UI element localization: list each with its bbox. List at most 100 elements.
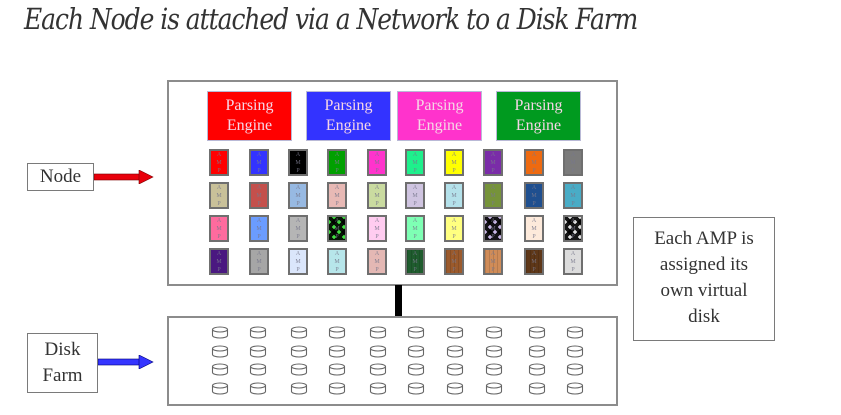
- disk-icon: [528, 326, 546, 339]
- amp-letter: A: [256, 184, 262, 191]
- disk-icon: [211, 345, 229, 358]
- amp-letter: P: [532, 233, 536, 240]
- amp-letter: M: [295, 192, 301, 199]
- amp-letter: M: [374, 159, 380, 166]
- disk-icon: [249, 382, 267, 395]
- amp-letter: P: [413, 266, 417, 273]
- disk-icon: [328, 382, 346, 395]
- amp-letter: A: [451, 217, 457, 224]
- parsing-engine-label: Parsing: [415, 97, 464, 114]
- amp-letter: M: [256, 258, 262, 265]
- amp-letter: A: [295, 151, 301, 158]
- disk-farm-arrow-icon: [98, 355, 154, 369]
- disk-icon: [407, 326, 425, 339]
- amp-letter: A: [216, 184, 222, 191]
- disk-icon: [485, 363, 503, 376]
- note-line: Each AMP is: [654, 228, 754, 249]
- amp-letter: P: [257, 233, 261, 240]
- amp-letter: M: [334, 159, 340, 166]
- amp-letter: P: [296, 233, 300, 240]
- disk-icon: [211, 326, 229, 339]
- amp-letter: P: [257, 167, 261, 174]
- amp-letter: P: [257, 266, 261, 273]
- amp-letter: A: [295, 184, 301, 191]
- disk-icon: [485, 382, 503, 395]
- amp-letter: P: [571, 200, 575, 207]
- note-line: assigned its: [659, 254, 749, 275]
- amp-letter: P: [335, 233, 339, 240]
- disk-icon: [528, 382, 546, 395]
- amp-letter: P: [571, 167, 575, 174]
- amp-letter: A: [531, 250, 537, 257]
- amp-letter: P: [217, 200, 221, 207]
- amp-letter: A: [570, 250, 576, 257]
- amp-letter: M: [451, 192, 457, 199]
- amp-letter: A: [256, 217, 262, 224]
- amp-letter: A: [531, 151, 537, 158]
- amp-letter: A: [451, 151, 457, 158]
- amp-letter: A: [531, 184, 537, 191]
- parsing-engine-label: Engine: [226, 117, 273, 134]
- amp-note-box: Each AMP is assigned its own virtual dis…: [633, 217, 775, 341]
- amp-letter: P: [335, 167, 339, 174]
- disk-icon: [249, 326, 267, 339]
- disk-icon: [211, 382, 229, 395]
- amp-letter: P: [296, 200, 300, 207]
- amp-letter: P: [571, 233, 575, 240]
- disk-icon: [528, 345, 546, 358]
- amp-letter: A: [451, 184, 457, 191]
- amp-letter: A: [374, 250, 380, 257]
- amp-letter: P: [452, 167, 456, 174]
- amp-letter: A: [570, 217, 576, 224]
- disk-icon: [249, 363, 267, 376]
- amp-letter: M: [256, 225, 262, 232]
- amp-letter: M: [531, 258, 537, 265]
- amp-letter: M: [451, 225, 457, 232]
- amp-letter: M: [570, 258, 576, 265]
- disk-icon: [566, 382, 584, 395]
- amp-letter: P: [375, 266, 379, 273]
- note-line: own virtual: [660, 280, 748, 301]
- network-connector: [395, 285, 402, 317]
- amp-letter: P: [296, 266, 300, 273]
- node-label: Node: [27, 163, 94, 191]
- disk-farm-label: Disk Farm: [27, 333, 98, 393]
- amp-letter: A: [334, 217, 340, 224]
- amp-letter: A: [451, 250, 457, 257]
- amp-letter: M: [412, 258, 418, 265]
- disk-icon: [249, 345, 267, 358]
- amp-letter: A: [295, 217, 301, 224]
- amp-letter: P: [335, 200, 339, 207]
- amp-letter: A: [374, 151, 380, 158]
- amp-letter: M: [216, 225, 222, 232]
- amp-letter: M: [570, 225, 576, 232]
- amp-letter: A: [412, 250, 418, 257]
- amp-letter: A: [334, 184, 340, 191]
- amp-letter: A: [570, 151, 576, 158]
- amp-letter: A: [490, 184, 496, 191]
- amp-letter: P: [335, 266, 339, 273]
- amp-letter: M: [256, 159, 262, 166]
- amp-letter: M: [490, 225, 496, 232]
- amp-letter: P: [532, 200, 536, 207]
- amp-letter: P: [375, 200, 379, 207]
- amp-letter: A: [216, 250, 222, 257]
